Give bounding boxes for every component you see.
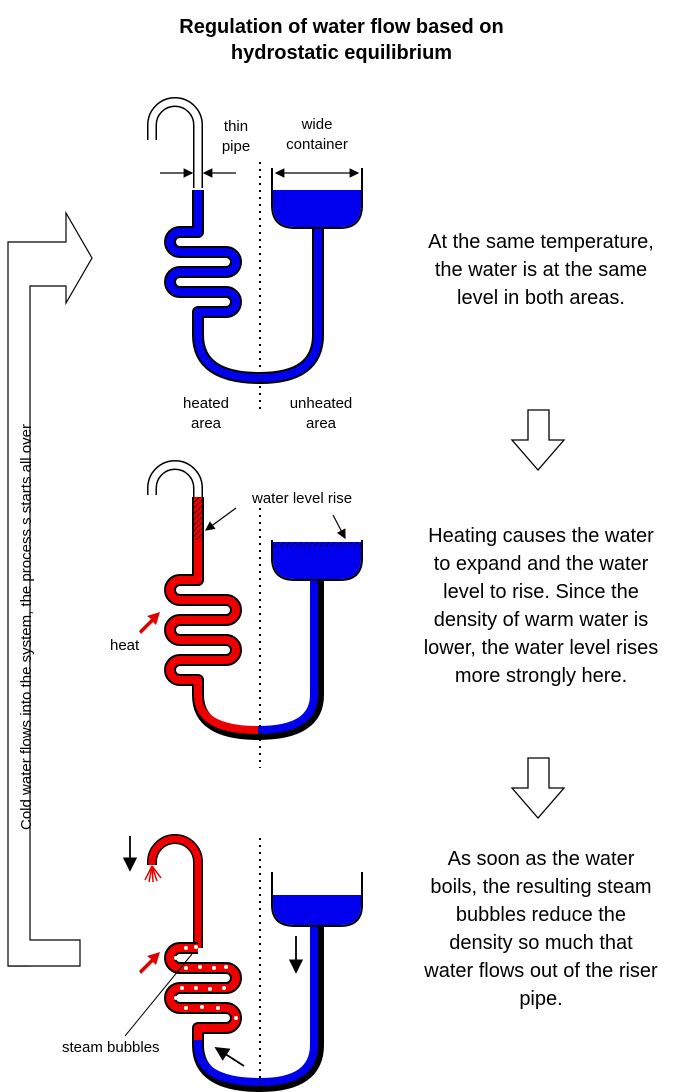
heated-area-label: heated area <box>170 394 242 434</box>
stage-3-apparatus <box>122 834 363 1092</box>
heated-area-label-line-2: area <box>190 415 222 432</box>
down-arrow-1 <box>510 409 566 471</box>
description-stage-1: At the same temperature, the water is at… <box>405 228 677 312</box>
wide-container-label-line-2: container <box>286 136 348 153</box>
description-stage-2-line: Heating causes the water <box>428 525 654 547</box>
description-stage-1-line: At the same temperature, <box>428 231 654 253</box>
down-arrow-2 <box>510 757 566 819</box>
description-stage-3-line: pipe. <box>519 988 563 1010</box>
heated-area-label-line-1: heated <box>183 395 229 412</box>
thin-pipe-label-line-2: pipe <box>221 138 251 155</box>
description-stage-1-line: level in both areas. <box>457 287 625 309</box>
description-stage-3-line: water flows out of the riser <box>424 960 658 982</box>
description-stage-2-line: density of warm water is <box>433 609 649 631</box>
heat-arrow-icon-1 <box>139 612 160 634</box>
description-stage-3-line: density so much that <box>449 932 633 954</box>
description-stage-1-line: the water is at the same <box>434 259 648 281</box>
description-stage-3-line: As soon as the water <box>447 848 635 870</box>
cycle-arrow <box>7 210 93 967</box>
heat-label: heat <box>110 637 140 654</box>
thin-pipe-label: thin pipe <box>214 117 258 157</box>
steam-bubbles-icon <box>174 945 238 1020</box>
title-line-1: Regulation of water flow based on <box>179 16 504 38</box>
wide-container-label-line-1: wide <box>301 116 333 133</box>
water-level-rise-label: water level rise <box>252 490 353 507</box>
unheated-area-label-line-1: unheated <box>289 395 353 412</box>
description-stage-3: As soon as the water boils, the resultin… <box>405 845 677 1013</box>
description-stage-2-line: to expand and the water <box>433 553 649 575</box>
heat-arrow-icon-2 <box>139 952 160 974</box>
description-stage-2-line: level to rise. Since the <box>443 581 639 603</box>
stage-2-apparatus <box>139 460 363 740</box>
cycle-arrow-text: Cold water flows into the system, the pr… <box>18 424 35 830</box>
thin-pipe-label-line-1: thin <box>223 118 249 135</box>
description-stage-2: Heating causes the water to expand and t… <box>405 522 677 690</box>
description-stage-3-line: bubbles reduce the <box>455 904 627 926</box>
unheated-area-label: unheated area <box>278 394 364 434</box>
page-title: Regulation of water flow based on hydros… <box>0 14 683 66</box>
title-line-2: hydrostatic equilibrium <box>230 42 453 64</box>
description-stage-2-line: lower, the water level rises <box>423 637 659 659</box>
wide-container-label: wide container <box>272 115 362 155</box>
stage-1-apparatus <box>147 97 363 384</box>
description-stage-2-line: more strongly here. <box>454 665 628 687</box>
steam-bubbles-label: steam bubbles <box>62 1039 160 1056</box>
unheated-area-label-line-2: area <box>305 415 337 432</box>
description-stage-3-line: boils, the resulting steam <box>430 876 652 898</box>
